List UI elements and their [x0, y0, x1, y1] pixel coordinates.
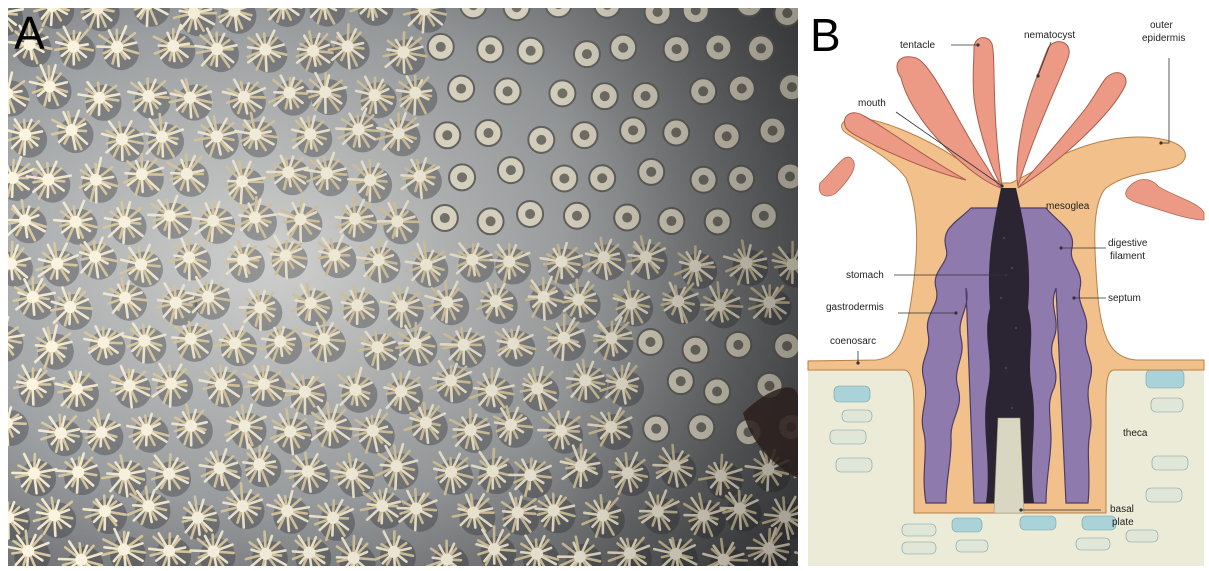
label-theca: theca	[1123, 428, 1148, 439]
label-tentacle: tentacle	[900, 40, 935, 51]
label-digestive-2: filament	[1110, 251, 1145, 262]
label-basal-2: plate	[1112, 517, 1134, 528]
label-mesoglea: mesoglea	[1046, 201, 1090, 212]
coral-polyp-photo	[8, 8, 798, 566]
panel-label-b: B	[810, 12, 841, 58]
label-outer-epidermis-2: epidermis	[1142, 33, 1185, 44]
polyp-cross-section: tentacle nematocyst outer epidermis mout…	[806, 8, 1206, 566]
label-mouth: mouth	[858, 98, 886, 109]
label-stomach: stomach	[846, 270, 884, 281]
label-nematocyst: nematocyst	[1024, 30, 1075, 41]
label-outer-epidermis-1: outer	[1150, 20, 1173, 31]
label-digestive-1: digestive	[1108, 238, 1148, 249]
label-septum: septum	[1108, 293, 1141, 304]
label-coenosarc: coenosarc	[830, 336, 876, 347]
polyp-anatomy-diagram: tentacle nematocyst outer epidermis mout…	[806, 8, 1206, 566]
label-gastrodermis: gastrodermis	[826, 302, 884, 313]
panel-label-a: A	[14, 10, 45, 56]
label-basal-1: basal	[1110, 504, 1134, 515]
coral-photo-panel: A	[8, 8, 798, 566]
